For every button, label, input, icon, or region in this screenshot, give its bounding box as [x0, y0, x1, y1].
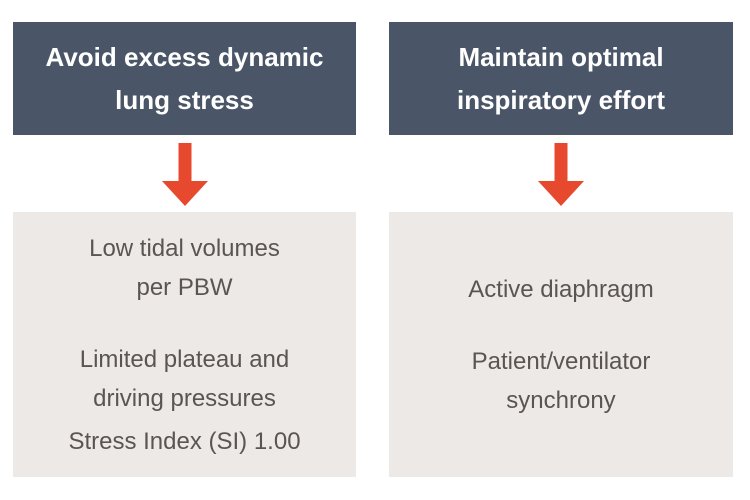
content-item-tidal-volumes: Low tidal volumes per PBW [89, 234, 280, 301]
header-avoid-lung-stress: Avoid excess dynamic lung stress [13, 22, 356, 135]
down-arrow-icon [13, 143, 356, 207]
header-inspiratory-effort: Maintain optimal inspiratory effort [389, 22, 733, 135]
column-lung-stress: Avoid excess dynamic lung stress Low tid… [13, 0, 356, 500]
down-arrow-icon [389, 143, 733, 207]
content-item-synchrony: Patient/ventilator synchrony [471, 347, 651, 414]
content-lung-stress-measures: Low tidal volumes per PBW Limited platea… [13, 212, 356, 477]
content-item-active-diaphragm: Active diaphragm [468, 275, 654, 303]
content-item-plateau-pressures: Limited plateau and driving pressures [79, 345, 290, 412]
content-inspiratory-measures: Active diaphragm Patient/ventilator sync… [389, 212, 733, 477]
column-inspiratory-effort: Maintain optimal inspiratory effort Acti… [389, 0, 733, 500]
content-item-stress-index: Stress Index (SI) 1.00 [68, 427, 301, 455]
